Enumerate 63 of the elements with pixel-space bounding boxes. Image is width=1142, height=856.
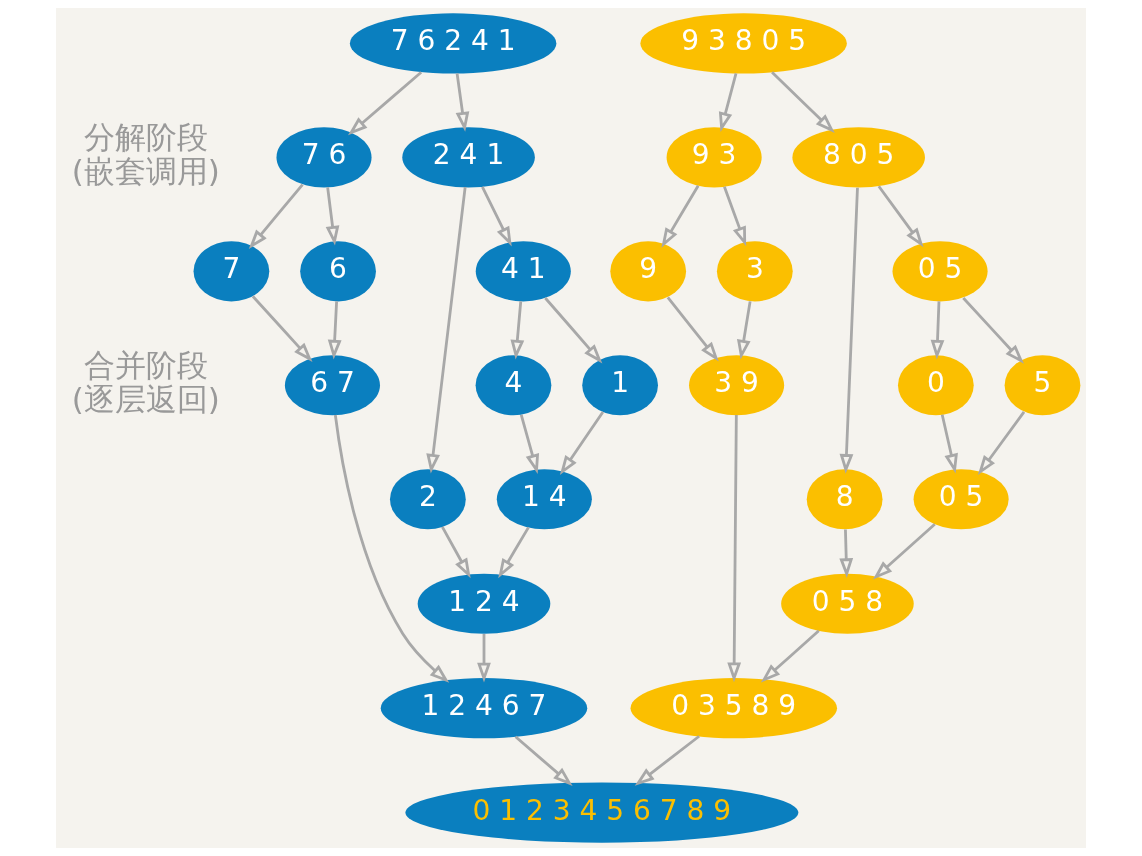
arrow [248,183,304,250]
node-ellipse: 5 [1004,355,1081,416]
node-ellipse: 8 [806,469,883,530]
node-ellipse: 2 4 1 [402,127,535,188]
arrow [426,186,467,474]
arrow [839,529,854,578]
node-ellipse: 1 4 [496,469,592,530]
arrow [839,187,859,474]
arrow [736,301,752,360]
node-ellipse: 0 [897,355,974,416]
arrow [877,185,924,248]
node-ellipse: 3 [716,241,793,302]
label: 分解阶段 (嵌套调用) [71,119,220,190]
node-ellipse: 3 9 [689,355,785,416]
node-ellipse: 6 7 [284,355,380,416]
arrow [559,411,605,476]
arrow [333,414,450,683]
arrow [940,414,958,474]
node-ellipse: 0 5 [892,241,988,302]
node-ellipse: 0 5 [913,469,1009,530]
node-ellipse: 7 6 [276,127,372,188]
arrow [481,186,512,247]
arrow [727,415,742,683]
node-ellipse: 0 3 5 8 9 [630,678,838,739]
node-ellipse: 0 1 2 3 4 5 6 7 8 9 [405,782,799,843]
arrow [723,186,747,247]
label: 合并阶段 (逐层返回) [71,347,220,417]
arrow [514,735,573,786]
arrow [771,71,835,133]
arrow [544,297,603,364]
node-ellipse: 1 [582,355,658,416]
arrow [348,71,423,136]
node-ellipse: 0 5 8 [781,573,914,634]
arrow [760,629,820,683]
arrow [455,73,470,132]
node-ellipse: 9 3 [666,127,762,188]
node-ellipse: 9 [610,241,687,302]
node-ellipse: 9 3 8 0 5 [640,13,847,74]
arrow [498,526,530,579]
arrow [441,526,471,579]
arrow [977,411,1026,475]
arrow [718,73,738,132]
arrow [251,295,313,362]
node-ellipse: 7 6 2 4 1 [349,13,557,74]
arrow [327,301,342,360]
node-ellipse: 7 [193,241,270,302]
node-ellipse: 8 0 5 [792,127,925,188]
node-ellipse: 6 [300,241,376,302]
arrow [325,187,340,246]
arrow [872,523,936,580]
arrow [519,414,540,474]
node-ellipse: 1 2 4 [417,573,551,634]
arrow [666,296,719,362]
node-ellipse: 2 [390,469,466,530]
arrow [510,301,525,360]
arrow [477,633,491,683]
node-ellipse: 4 1 [475,241,571,302]
arrow [962,297,1024,364]
arrow [930,301,945,360]
node-ellipse: 4 [475,355,552,416]
node-ellipse: 1 2 4 6 7 [380,678,588,739]
arrow [634,735,700,786]
arrow [661,184,700,248]
